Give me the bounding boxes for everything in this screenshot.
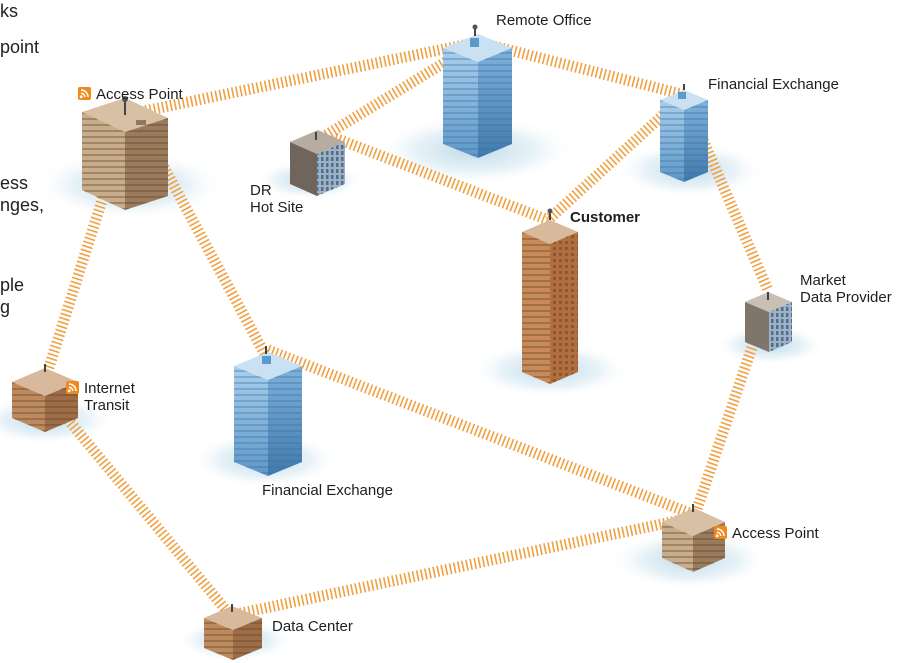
- link-internettransit-datacenter: [55, 406, 235, 619]
- access-point-bottom-text: Access Point: [732, 525, 819, 542]
- building-data-center: [204, 604, 262, 660]
- building-financial-exchange-bottom: [234, 346, 302, 476]
- network-links: [39, 36, 774, 621]
- node-label-customer: Customer: [570, 209, 641, 226]
- node-label-financial-exchange-bottom: Financial Exchange: [262, 482, 393, 499]
- intro-text-fragment: nges,: [0, 195, 45, 215]
- link-drsite-customer: [333, 132, 550, 226]
- node-label-data-center: Data Center: [272, 618, 353, 635]
- intro-text-fragment: point: [0, 37, 40, 57]
- node-label-access-point-bottom: Access Point: [714, 508, 819, 542]
- node-label-market-data-provider: Market Data Provider: [800, 272, 892, 306]
- link-remoteoffice-drsite: [315, 37, 481, 145]
- building-access-point-bottom: [662, 504, 725, 572]
- node-label-financial-exchange-top: Financial Exchange: [708, 76, 839, 93]
- node-label-dr-hot-site: DR Hot Site: [250, 182, 304, 216]
- building-financial-exchange-top: [660, 84, 708, 182]
- building-remote-office: [443, 24, 512, 158]
- intro-text-fragment: g: [0, 297, 11, 317]
- internet-transit-text: Internet Transit: [84, 380, 135, 414]
- building-market-data-provider: [745, 292, 792, 352]
- node-label-internet-transit: Internet Transit: [66, 363, 135, 414]
- node-label-access-point-top: Access Point: [78, 69, 183, 103]
- wifi-icon: [78, 87, 91, 100]
- link-finexbottom-accesspointbottom: [266, 344, 697, 521]
- intro-text-fragment: ple: [0, 275, 25, 295]
- building-access-point-top: [82, 96, 168, 210]
- building-customer: [522, 208, 578, 384]
- node-label-remote-office: Remote Office: [496, 12, 592, 29]
- wifi-icon: [66, 381, 79, 394]
- intro-text-fragment: ks: [0, 1, 18, 21]
- link-finextop-marketdata: [684, 107, 774, 293]
- link-accesspoint-remoteoffice: [123, 36, 480, 121]
- building-dr-hot-site: [290, 130, 345, 196]
- intro-text-fragment: ess: [0, 173, 29, 193]
- link-accesspoint-finexbottom: [155, 157, 273, 363]
- building-internet-transit: [12, 364, 78, 432]
- wifi-icon: [714, 526, 727, 539]
- access-point-top-text: Access Point: [96, 86, 183, 103]
